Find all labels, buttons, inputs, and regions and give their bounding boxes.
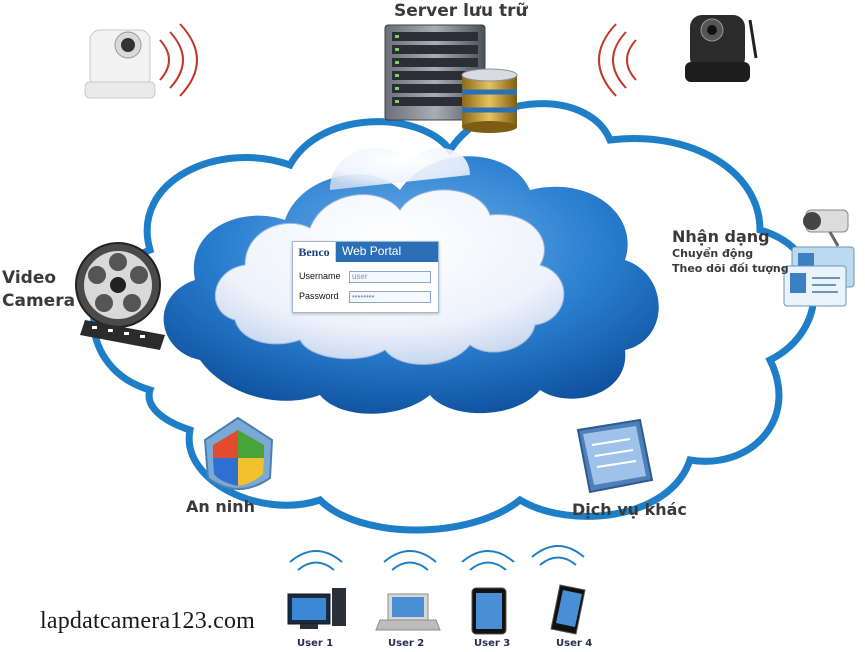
recognition-label: Nhận dạng [672,227,770,246]
user-4-phone-icon [531,545,586,635]
user-2-laptop-icon [375,550,441,631]
user-3-label: User 3 [474,638,511,649]
user-4-label: User 4 [556,638,593,649]
password-input[interactable]: •••••••• [349,291,431,303]
site-watermark: lapdatcamera123.com [40,608,256,634]
checklist-icon [576,418,654,494]
security-label: An ninh [186,497,255,516]
portal-brand-logo: Benco [293,242,336,262]
film-reel-icon [75,242,165,350]
user-2-label: User 2 [388,638,425,649]
user-1-label: User 1 [297,638,334,649]
web-portal-login-panel: Benco Web Portal Username user Password … [292,241,439,313]
bullet-camera-icon [803,209,849,247]
camera-label: Camera [2,291,76,311]
user-3-tablet-icon [461,550,515,635]
portal-header: Benco Web Portal [293,242,438,262]
server-storage-label: Server lưu trữ [394,1,528,21]
shield-icon [203,416,274,490]
tracking-label: Theo dõi đối tượng [672,262,789,275]
ip-camera-left-icon [84,23,198,99]
server-icon [384,24,486,121]
video-label: Video [2,268,57,288]
id-card-icon [783,246,855,307]
username-input[interactable]: user [349,271,431,283]
database-icon [461,68,518,133]
password-label: Password [299,291,339,301]
motion-label: Chuyển động [672,247,754,260]
portal-title: Web Portal [342,244,402,258]
ip-camera-right-icon [598,15,758,97]
username-label: Username [299,271,341,281]
other-services-label: Dịch vụ khác [572,500,687,519]
user-1-desktop-icon [287,550,346,629]
